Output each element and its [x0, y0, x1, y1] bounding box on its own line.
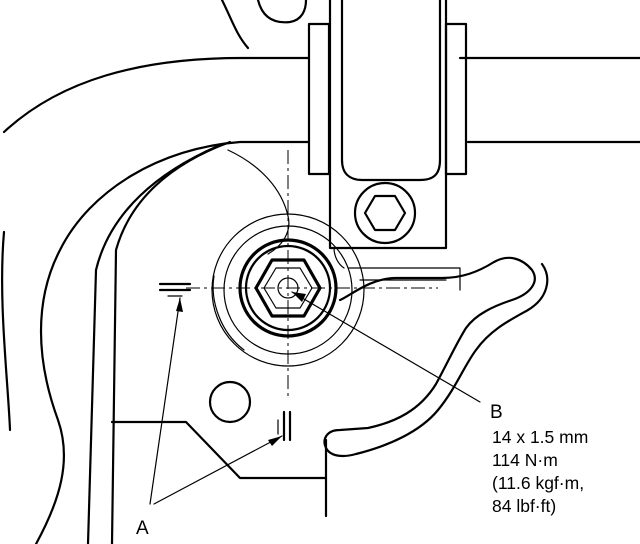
callout-b-spec-line: 14 x 1.5 mm — [492, 427, 588, 447]
callout-b-spec-line: 84 lbf·ft) — [492, 496, 556, 516]
callout-b-label: B — [490, 402, 503, 423]
center-lines — [186, 150, 438, 400]
alignment-mark-vertical-icon — [277, 410, 292, 442]
alignment-mark-horizontal-icon — [158, 282, 192, 297]
bracket-hole — [208, 380, 252, 424]
callout-a-label: A — [136, 518, 149, 539]
clamp-strap — [307, 0, 468, 250]
bracket-inner-bands — [86, 140, 232, 544]
leader-lines — [149, 291, 481, 505]
strap-bolt-icon — [353, 181, 417, 245]
callout-b-spec-line: 114 N·m — [492, 450, 558, 470]
bracket-plate — [110, 149, 461, 518]
top-notch — [220, 0, 308, 50]
arm-outline — [1, 56, 640, 544]
callout-b-spec-line: (11.6 kgf·m, — [492, 473, 584, 493]
bracket-wavy-edge — [323, 256, 549, 458]
callout-b-spec: 14 x 1.5 mm 114 N·m (11.6 kgf·m, 84 lbf·… — [492, 427, 588, 516]
